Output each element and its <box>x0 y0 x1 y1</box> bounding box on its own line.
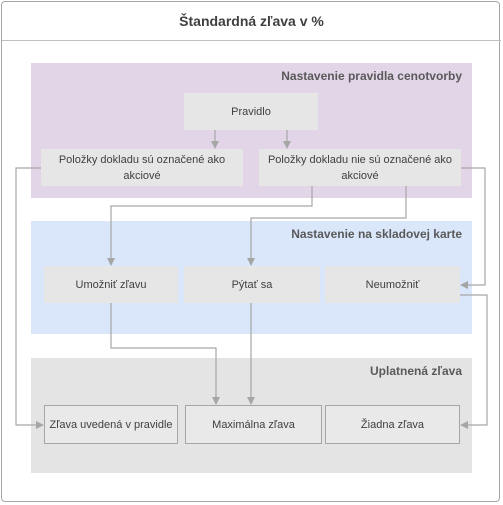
node-max-discount: Maximálna zľava <box>185 405 322 444</box>
node-rule: Pravidlo <box>184 93 318 130</box>
section-card-setting-label: Nastavenie na skladovej karte <box>291 227 462 241</box>
node-disallow: Neumožniť <box>325 266 460 303</box>
node-items-not-marked: Položky dokladu nie sú označené ako akci… <box>259 149 461 186</box>
section-applied-discount-label: Uplatnená zľava <box>370 364 462 378</box>
node-rule-discount: Zľava uvedená v pravidle <box>44 405 178 444</box>
section-rule-setting-label: Nastavenie pravidla cenotvorby <box>281 69 462 83</box>
node-ask: Pýtať sa <box>184 266 320 303</box>
diagram-title: Štandardná zľava v % <box>2 2 501 41</box>
node-no-discount: Žiadna zľava <box>325 405 460 444</box>
node-items-marked: Položky dokladu sú označené ako akciové <box>41 149 243 186</box>
node-allow-discount: Umožniť zľavu <box>44 266 178 303</box>
